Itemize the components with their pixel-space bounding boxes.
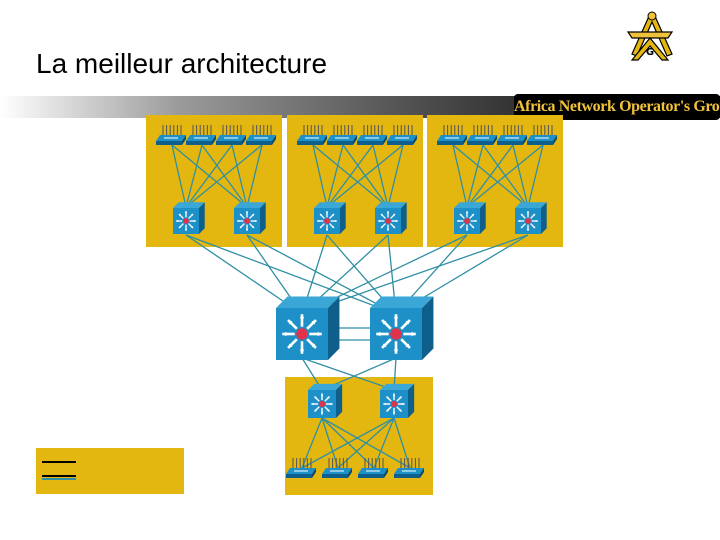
svg-text:G: G [646,47,654,58]
network-link [301,417,323,469]
network-link [301,417,395,469]
access-switch-b1-3 [216,125,246,145]
distribution-switch-b1-2 [234,202,266,234]
legend-symbol [42,461,76,480]
network-link [185,234,397,315]
access-switch-b2-3 [357,125,387,145]
network-link [171,144,187,208]
network-link [246,144,263,208]
network-link [231,144,248,208]
access-switch-b3-2 [467,125,497,145]
square-and-compass-icon: G [626,11,674,61]
network-link [393,417,411,469]
network-link [185,144,263,208]
access-switch-b3-1 [437,125,467,145]
server-farm-distribution-1 [308,383,343,418]
core-switch-2 [370,296,434,360]
network-link [185,234,303,315]
server-farm-distribution-2 [380,383,415,418]
network-link [185,144,203,208]
links [171,144,544,469]
access-switch-b3-4 [527,125,557,145]
server-access-switch-1 [286,458,316,478]
network-link [466,144,484,208]
access-switch-b2-4 [387,125,417,145]
server-access-switch-4 [394,458,424,478]
network-link [387,144,404,208]
access-switch-b1-1 [156,125,186,145]
server-access-switch-3 [358,458,388,478]
network-link [326,144,404,208]
network-link [326,144,374,208]
access-switch-b3-3 [497,125,527,145]
distribution-switch-b1-1 [173,202,205,234]
network-link [301,357,395,391]
distribution-switch-b2-2 [375,202,407,234]
network-link [312,144,328,208]
network-link [321,417,339,469]
server-access-switch-2 [322,458,352,478]
network-link [326,144,344,208]
core-switch-1 [276,296,340,360]
access-switch-b2-2 [327,125,357,145]
distribution-switch-b2-1 [314,202,346,234]
access-switch-b1-4 [246,125,276,145]
devices [156,125,557,478]
network-link [373,417,395,469]
distribution-switch-b3-2 [515,202,547,234]
network-link [452,144,468,208]
network-link [246,234,397,315]
access-switch-b2-1 [297,125,327,145]
network-link [466,144,544,208]
network-link [372,144,389,208]
slide-title: La meilleur architecture [36,48,328,79]
network-link [527,144,544,208]
network-link [185,144,233,208]
distribution-switch-b3-1 [454,202,486,234]
legend-box [36,448,184,494]
network-link [512,144,529,208]
access-switch-b1-2 [186,125,216,145]
network-link [301,234,529,315]
network-link [466,144,514,208]
